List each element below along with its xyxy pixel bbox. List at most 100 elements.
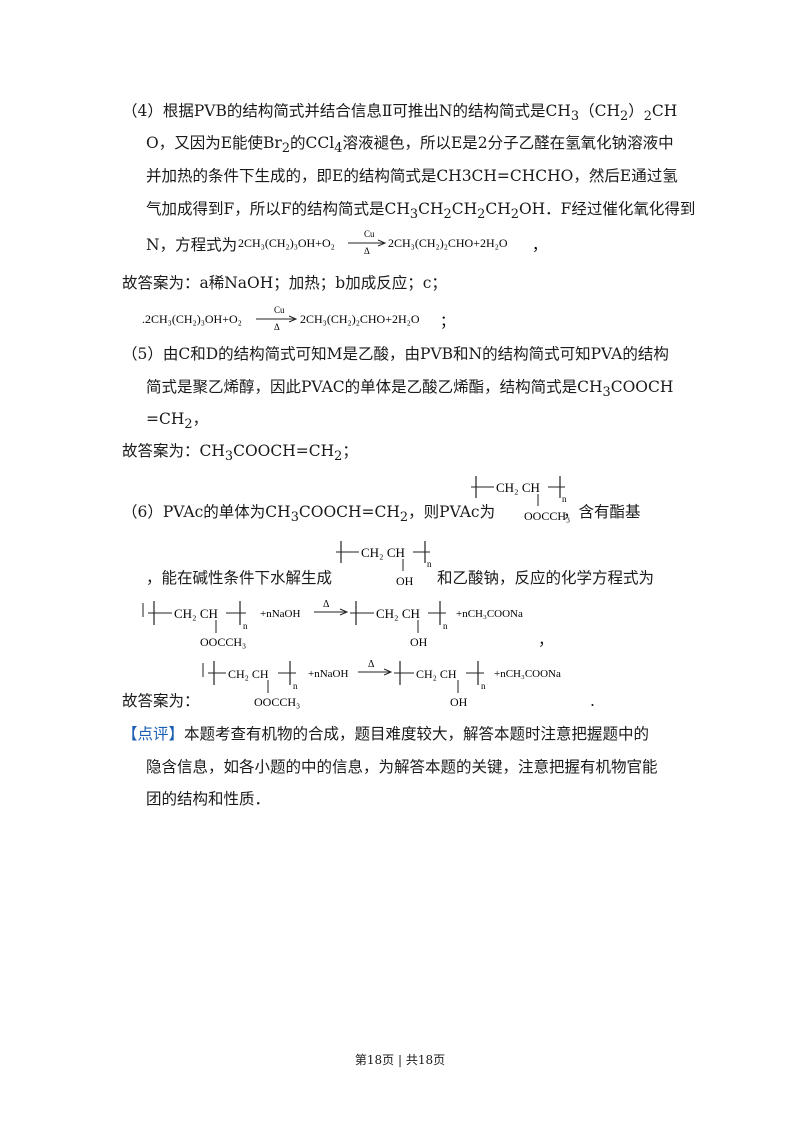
pva-structure: CH₂ CH n OH <box>336 541 432 588</box>
ester-group: OOCCH₃ <box>254 695 300 709</box>
text-run: ， <box>192 410 209 428</box>
comment-line3: 团的结构和性质． <box>146 790 271 808</box>
subscript: 2 <box>399 510 409 526</box>
equation-product: 2CH₃(CH₂)₂CHO+2H₂O <box>300 312 420 326</box>
equation-reactant: .2CH₃(CH₂)₃OH+O₂ <box>142 312 242 326</box>
text-run: （CH <box>579 102 620 120</box>
repeat-n: n <box>443 621 448 631</box>
text-run: CH <box>651 102 678 120</box>
backbone-text: CH₂ CH <box>376 606 420 621</box>
section4-line5: N，方程式为 <box>146 234 237 256</box>
pvac-structure: CH₂ CH n OOCCH₃ <box>471 476 570 523</box>
subscript: 2 <box>619 109 629 125</box>
repeat-n: n <box>481 681 486 691</box>
equation-product: 2CH₃(CH₂)₂CHO+2H₂O <box>388 236 508 250</box>
text-run: ） <box>628 102 644 120</box>
hydroxyl-group: OH <box>396 574 414 588</box>
backbone-text: CH₂ CH <box>416 667 457 681</box>
ester-group: OOCCH₃ <box>524 509 570 523</box>
text-run: ； <box>342 442 358 460</box>
subscript: 2 <box>184 417 193 433</box>
reagent: +nNaOH <box>260 608 300 620</box>
text-run: O，又因为E能使Br <box>146 134 282 152</box>
text-run: =CH <box>146 410 185 428</box>
section4-line4: 气加成得到F，所以F的结构简式是CH3CH2CH2CH2OH．F经过催化氧化得到 <box>146 198 695 226</box>
repeat-n: n <box>562 494 567 504</box>
reaction-arrow-head <box>377 239 387 247</box>
comment-line1: 【点评】本题考查有机物的合成，题目难度较大，解答本题时注意把握题中的 <box>122 723 649 745</box>
answer5-line: 故答案为：CH3COOCH=CH2； <box>122 440 358 468</box>
comment-tag: 【点评】 <box>122 725 185 743</box>
comment-line2: 隐含信息，如各小题的中的信息，为解答本题的关键，注意把握有机物官能 <box>146 758 658 776</box>
ester-group: OOCCH₃ <box>200 635 246 649</box>
repeat-n: n <box>427 559 432 569</box>
section6-line1-end: ，含有酯基 <box>563 503 641 521</box>
reagent: +nNaOH <box>308 668 348 680</box>
byproduct: +nCH₃COONa <box>456 608 523 620</box>
hydroxyl-group: OH <box>450 695 468 709</box>
text-run: （4）根据PVB的结构简式并结合信息Ⅱ可推出N的结构简式是CH <box>122 102 571 120</box>
text-run: COOCH=CH <box>233 442 335 460</box>
answer4-line1: 故答案为：a稀NaOH；加热；b加成反应；c； <box>122 274 447 292</box>
equation-end: ； <box>440 314 455 330</box>
text-run: CH <box>485 200 511 218</box>
equation-catalyst: Cu <box>364 229 375 239</box>
section6-line1: （6）PVAc的单体为CH3COOCH=CH2，则PVAc为 <box>122 501 495 529</box>
subscript: 3 <box>409 207 419 223</box>
section4-line3: 并加热的条件下生成的，即E的结构简式是CH3CH=CHCHO，然后E通过氢 <box>146 167 678 185</box>
hydrolysis-equation-1: CH₂ CH n OOCCH₃ +nNaOH Δ CH₂ CH n OH +nC… <box>142 599 523 649</box>
subscript: 2 <box>510 207 519 223</box>
subscript: 3 <box>570 109 580 125</box>
heat-symbol: Δ <box>368 659 375 670</box>
text-run: COOCH=CH <box>298 503 400 521</box>
equation-heat: Δ <box>274 322 280 332</box>
text-run: CH <box>451 200 478 218</box>
text-run: 简式是聚乙烯醇，因此PVAC的单体是乙酸乙烯酯，结构简式是CH <box>146 378 603 396</box>
section6-line2-b: 和乙酸钠，反应的化学方程式为 <box>437 569 655 587</box>
subscript: 2 <box>477 207 486 223</box>
page-footer: 第18页 | 共18页 <box>354 1053 446 1067</box>
equation-end: ， <box>532 238 547 254</box>
oxidation-equation-2: .2CH₃(CH₂)₃OH+O₂ Cu Δ 2CH₃(CH₂)₂CHO+2H₂O… <box>142 305 455 332</box>
answer6-prefix: 故答案为： <box>122 692 200 710</box>
backbone-text: CH₂ CH <box>174 606 218 621</box>
subscript: 2 <box>281 141 291 157</box>
equation-reactant: 2CH₃(CH₂)₃OH+O₂ <box>238 236 335 250</box>
backbone-text: CH₂ CH <box>496 480 540 495</box>
text-run: （6）PVAc的单体为CH <box>122 503 291 521</box>
section4-line2: O，又因为E能使Br2的CCl4溶液褪色，所以E是2分子乙醛在氢氧化钠溶液中 <box>146 132 674 160</box>
heat-symbol: Δ <box>323 599 330 610</box>
text-run: 故答案为：CH <box>122 442 225 460</box>
repeat-n: n <box>243 621 248 631</box>
answer6-end: . <box>590 692 595 710</box>
oxidation-equation-1: 2CH₃(CH₂)₃OH+O₂ Cu Δ 2CH₃(CH₂)₂CHO+2H₂O … <box>238 229 547 256</box>
subscript: 2 <box>643 109 652 125</box>
text-run: CH <box>418 200 444 218</box>
subscript: 3 <box>602 385 611 401</box>
hydroxyl-group: OH <box>410 635 428 649</box>
text-run: OH．F经过催化氧化得到 <box>518 200 696 218</box>
text-run: 气加成得到F，所以F的结构简式是CH <box>146 200 410 218</box>
text-run: 本题考查有机物的合成，题目难度较大，解答本题时注意把握题中的 <box>184 725 650 743</box>
section6-line2-a: ，能在碱性条件下水解生成 <box>146 569 333 587</box>
text-run: N，方程式为 <box>146 236 238 254</box>
repeat-n: n <box>293 681 298 691</box>
section5-line1: （5）由C和D的结构简式可知M是乙酸，由PVB和N的结构简式可知PVA的结构 <box>122 345 669 363</box>
equation-heat: Δ <box>364 246 370 256</box>
text-run: 溶液褪色，所以E是2分子乙醛在氢氧化钠溶液中 <box>342 134 674 152</box>
section5-line2: 简式是聚乙烯醇，因此PVAC的单体是乙酸乙烯酯，结构简式是CH3COOCH <box>146 376 673 404</box>
text-run: ，则PVAc为 <box>408 503 496 521</box>
reaction-arrow-head <box>288 315 298 323</box>
backbone-text: CH₂ CH <box>361 545 405 560</box>
reaction-arrow-head <box>339 608 349 616</box>
byproduct: +nCH₃COONa <box>494 668 561 680</box>
backbone-text: CH₂ CH <box>228 667 269 681</box>
section5-line3: =CH2， <box>146 408 208 436</box>
text-run: 的CCl <box>290 134 335 152</box>
subscript: 3 <box>224 449 234 465</box>
subscript: 4 <box>334 141 343 157</box>
hydrolysis-equation-2: CH₂ CH n OOCCH₃ +nNaOH Δ CH₂ CH n OH +nC… <box>202 659 561 709</box>
section6-eq-end: ， <box>538 631 554 649</box>
equation-catalyst: Cu <box>274 305 285 315</box>
